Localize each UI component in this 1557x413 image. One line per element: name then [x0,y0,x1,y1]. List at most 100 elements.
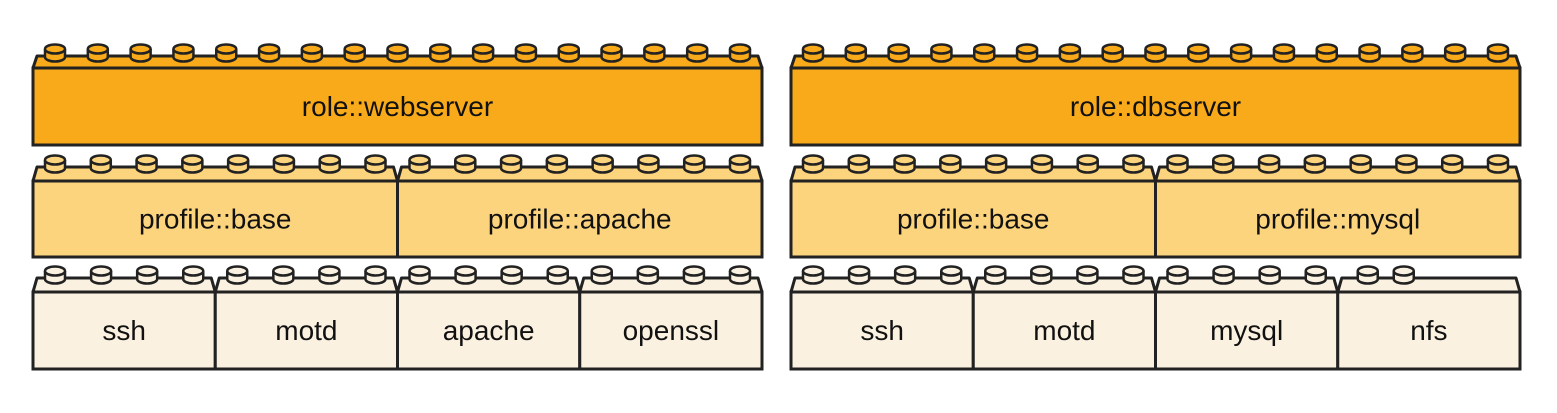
stud [545,154,569,174]
stud [685,43,709,63]
stud [600,43,623,63]
stud [728,154,752,174]
component-brick: ssh [789,265,975,371]
component-brick: openssl [578,265,764,371]
stud [1440,154,1464,174]
role-brick-front-face [789,66,1522,147]
stud [1486,154,1510,174]
stud [499,154,523,174]
stud [1358,43,1381,63]
stud [844,43,868,63]
profile-brick-front-face [1154,179,1522,259]
stud [801,154,825,174]
stud [300,43,324,63]
stud [637,154,660,174]
component-brick: apache [396,265,582,371]
stud [215,43,238,63]
stud [1122,265,1145,285]
profile-brick: profile::apache [396,154,764,259]
stud [1030,154,1054,174]
stud [1166,154,1189,174]
stud [1101,43,1124,63]
stud [226,154,250,174]
stud [129,43,152,63]
profile-brick-front-face [31,179,399,259]
stud [500,265,523,285]
stud [984,265,1007,285]
role-label: role::dbserver [1070,91,1241,122]
profile-brick-top-face [789,165,1157,183]
stud [43,265,67,285]
component-brick: ssh [31,265,217,371]
stud [801,265,825,285]
stud [728,265,752,285]
stud [429,43,452,63]
stud [636,265,660,285]
stud [1395,154,1418,174]
profile-label: profile::mysql [1255,203,1420,234]
stud [1144,43,1167,63]
stud [1229,43,1253,63]
stud [1076,154,1099,174]
stud [1030,265,1053,285]
stud [89,265,113,285]
stud [318,265,341,285]
component-label: ssh [102,315,146,346]
stud [181,154,204,174]
component-label: motd [1033,315,1095,346]
stud [364,265,387,285]
stud [1187,43,1210,63]
stud [454,265,477,285]
stud [364,154,387,174]
stud [1392,265,1415,285]
component-brick: mysql [1154,265,1340,371]
stud [172,43,195,63]
stud [1122,154,1145,174]
stud [1356,265,1379,285]
profile-brick: profile::base [31,154,399,259]
stud [1212,154,1235,174]
component-brick-front-face [1154,290,1340,371]
stud [939,154,962,174]
stud [43,154,67,174]
stud [182,265,205,285]
stud [1315,43,1338,63]
stud [546,265,569,285]
stud [408,265,431,285]
stud [1304,265,1327,285]
stud [887,43,910,63]
stud [272,265,295,285]
stud [801,43,825,63]
profile-label: profile::apache [488,203,672,234]
stud [86,43,110,63]
stud [272,154,296,174]
component-brick: motd [971,265,1157,371]
stud [1166,265,1189,285]
stud [973,43,996,63]
profile-brick-top-face [396,165,764,183]
component-brick-front-face [1336,290,1522,371]
stud [1058,43,1082,63]
stud [1076,265,1099,285]
component-brick: motd [213,265,399,371]
stud [557,43,580,63]
stud [682,154,706,174]
stud [1443,43,1467,63]
profile-brick: profile::base [789,154,1157,259]
stud [1401,43,1424,63]
stud [1015,43,1039,63]
stud [318,154,341,174]
component-label: nfs [1410,315,1447,346]
stud [893,154,916,174]
stud [940,265,963,285]
stud [454,154,477,174]
role-label: role::webserver [302,91,493,122]
stud [893,265,917,285]
role-brick-front-face [31,66,764,147]
component-brick-front-face [578,290,764,371]
stud [1257,154,1281,174]
profile-brick-top-face [1154,165,1522,183]
